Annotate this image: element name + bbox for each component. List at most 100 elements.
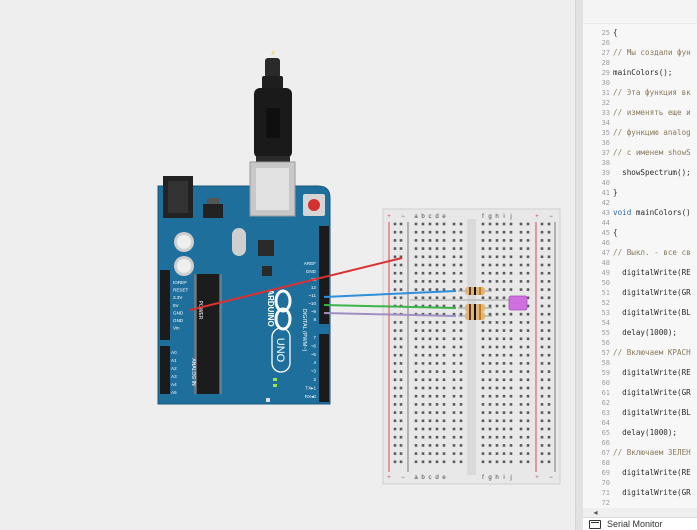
code-keyword: void bbox=[613, 208, 632, 217]
code-line[interactable]: // Включаем ЗЕЛЕН bbox=[613, 448, 691, 457]
wire-purple[interactable] bbox=[323, 312, 457, 317]
code-line[interactable]: digitalWrite(BL bbox=[613, 308, 691, 317]
line-number: 45 bbox=[601, 229, 610, 237]
line-number: 49 bbox=[601, 269, 610, 277]
horizontal-scrollbar[interactable]: ◂ bbox=[583, 508, 697, 517]
bb-col-g: g bbox=[488, 214, 491, 220]
code-line[interactable]: // Выкл. - все св bbox=[613, 248, 691, 257]
bb-col-e: e bbox=[442, 214, 446, 220]
bb-col-b: b bbox=[421, 214, 425, 220]
resistor-2[interactable] bbox=[458, 304, 492, 312]
line-number: 55 bbox=[601, 329, 610, 337]
code-line[interactable]: // Мы создали фун bbox=[613, 48, 691, 57]
line-number: 38 bbox=[601, 159, 610, 167]
code-line[interactable]: digitalWrite(GR bbox=[613, 488, 691, 497]
bb-col-a: a bbox=[414, 214, 418, 220]
rail-plus: + bbox=[535, 214, 539, 220]
line-number: 59 bbox=[601, 369, 610, 377]
code-line[interactable]: { bbox=[613, 28, 618, 37]
line-number: 70 bbox=[601, 479, 610, 487]
line-number: 29 bbox=[601, 69, 610, 77]
code-line[interactable]: mainColors(); bbox=[613, 68, 673, 77]
serial-monitor-bar[interactable]: Serial Monitor bbox=[583, 517, 697, 530]
code-line[interactable]: // Включаем КРАСН bbox=[613, 348, 691, 357]
resistor-3[interactable] bbox=[458, 312, 492, 320]
code-line[interactable]: // функцию analog bbox=[613, 128, 691, 137]
code-line[interactable]: delay(1000); bbox=[613, 428, 678, 437]
pin-label: Vin bbox=[173, 326, 180, 331]
line-number: 32 bbox=[601, 99, 610, 107]
code-text: mainColors() bbox=[631, 208, 691, 217]
line-number: 37 bbox=[601, 149, 610, 157]
arduino-board[interactable] bbox=[157, 161, 331, 405]
code-line[interactable]: { bbox=[613, 228, 618, 237]
line-number: 40 bbox=[601, 179, 610, 187]
digital-pin-label: ~3 bbox=[311, 369, 317, 374]
serial-monitor-icon[interactable] bbox=[589, 520, 601, 529]
circuit-scene[interactable]: ⚡ bbox=[0, 0, 575, 530]
wire-green[interactable] bbox=[323, 304, 457, 309]
line-number: 47 bbox=[601, 249, 610, 257]
line-number: 50 bbox=[601, 279, 610, 287]
pin-label: IOREF bbox=[173, 280, 187, 285]
digital-pin-label: 8 bbox=[313, 317, 316, 322]
line-number: 57 bbox=[601, 349, 610, 357]
svg-text:⚡: ⚡ bbox=[270, 49, 276, 58]
analog-pin-label: A1 bbox=[171, 358, 177, 363]
digital-pin-label: 7 bbox=[313, 335, 316, 340]
simulation-canvas[interactable]: ⚡ bbox=[0, 0, 575, 530]
code-line[interactable]: digitalWrite(BL bbox=[613, 408, 691, 417]
line-number: 31 bbox=[601, 89, 610, 97]
line-number: 30 bbox=[601, 79, 610, 87]
editor-toolbar bbox=[583, 0, 697, 24]
line-number: 69 bbox=[601, 469, 610, 477]
code-line[interactable]: digitalWrite(RE bbox=[613, 268, 691, 277]
code-line[interactable]: delay(1000); bbox=[613, 328, 678, 337]
serial-monitor-label[interactable]: Serial Monitor bbox=[607, 519, 663, 529]
analog-pin-label: A3 bbox=[171, 374, 177, 379]
line-number: 46 bbox=[601, 239, 610, 247]
bb-col-i: i bbox=[503, 214, 504, 220]
bb-col-j: j bbox=[509, 214, 511, 220]
code-line[interactable]: // Эта функция вк bbox=[613, 88, 691, 97]
board-brand: ARDUINO bbox=[266, 289, 275, 326]
code-line[interactable]: // с именем showS bbox=[613, 148, 691, 157]
line-number: 66 bbox=[601, 439, 610, 447]
line-number: 63 bbox=[601, 409, 610, 417]
rail-plus: + bbox=[387, 214, 391, 220]
resistor-1[interactable] bbox=[458, 287, 492, 295]
wire-red[interactable] bbox=[189, 257, 403, 311]
analog-pin-label: A0 bbox=[171, 350, 177, 355]
bb-col-d: d bbox=[435, 214, 438, 220]
code-line[interactable]: digitalWrite(GR bbox=[613, 388, 691, 397]
code-line[interactable]: digitalWrite(RE bbox=[613, 468, 691, 477]
bb-col-i: i bbox=[503, 475, 504, 481]
usb-cable[interactable]: ⚡ bbox=[254, 49, 292, 166]
scroll-left-icon[interactable]: ◂ bbox=[593, 508, 598, 517]
line-number: 62 bbox=[601, 399, 610, 407]
digital-pin-label: ~10 bbox=[308, 301, 316, 306]
line-number: 42 bbox=[601, 199, 610, 207]
line-number: 65 bbox=[601, 429, 610, 437]
digital-pin-label: RX◂0 bbox=[305, 394, 317, 399]
analog-pin-label: A2 bbox=[171, 366, 177, 371]
code-line[interactable]: digitalWrite(GR bbox=[613, 288, 691, 297]
line-number: 54 bbox=[601, 319, 610, 327]
rail-minus: − bbox=[401, 214, 405, 220]
code-line[interactable]: digitalWrite(RE bbox=[613, 368, 691, 377]
digital-label: DIGITAL (PWM~) bbox=[301, 309, 307, 352]
panel-divider[interactable] bbox=[575, 0, 583, 530]
rgb-led[interactable] bbox=[508, 295, 528, 311]
code-line[interactable]: showSpectrum(); bbox=[613, 168, 691, 177]
bb-col-h: h bbox=[495, 214, 498, 220]
code-line[interactable]: // изменять еще и bbox=[613, 108, 691, 117]
wire-blue[interactable] bbox=[323, 290, 457, 298]
bb-col-e: e bbox=[442, 475, 446, 481]
code-line[interactable]: } bbox=[613, 188, 618, 197]
line-number: 52 bbox=[601, 299, 610, 307]
rail-minus: − bbox=[401, 475, 405, 481]
code-line[interactable]: void mainColors() bbox=[613, 208, 691, 218]
pin-label: GND bbox=[173, 310, 184, 315]
